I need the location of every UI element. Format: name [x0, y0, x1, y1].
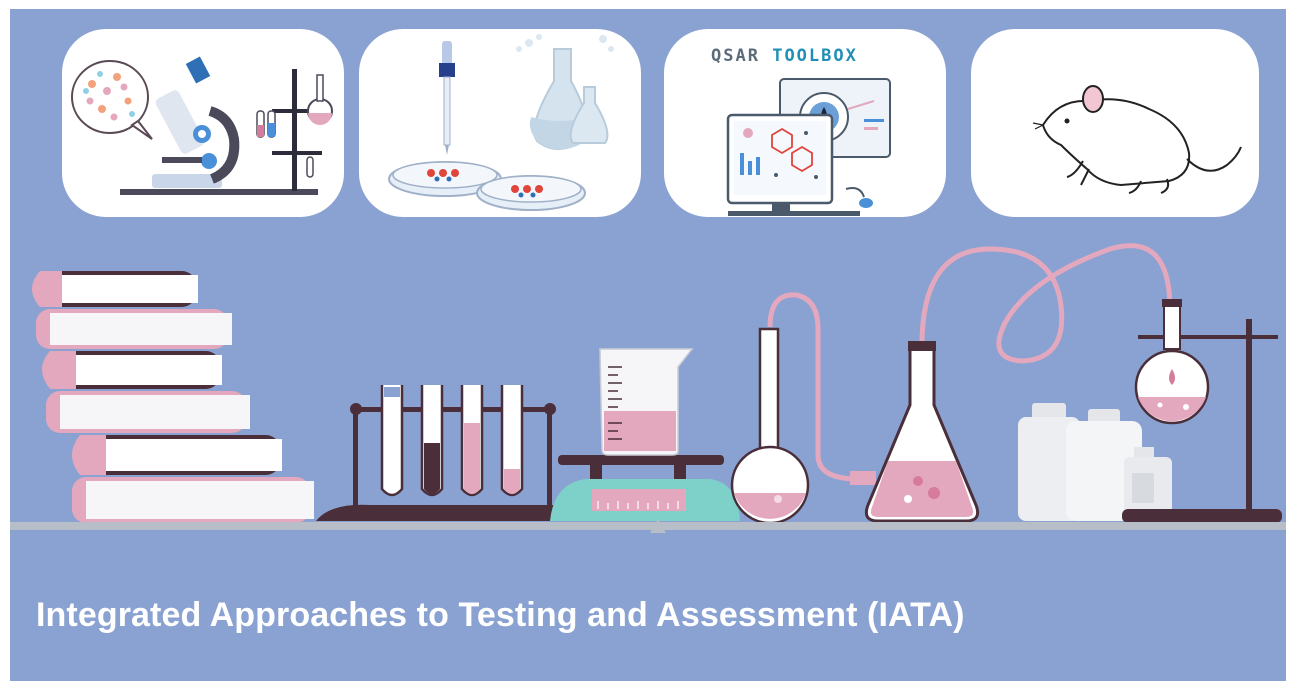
qsar-toolbox-label: QSAR TOOLBOX — [711, 46, 858, 66]
petri-dish-dropper-icon — [388, 34, 614, 211]
qsar-toolbox-computer-icon — [726, 78, 891, 216]
erlenmeyer-flask-icon — [850, 243, 1173, 523]
microscope-card — [62, 29, 344, 217]
test-tube-rack-icon — [316, 385, 591, 521]
qsar-label-part1: QSAR — [711, 46, 760, 66]
mouse-card — [971, 29, 1259, 217]
banner-title: Integrated Approaches to Testing and Ass… — [36, 596, 965, 634]
beaker-scale-icon — [550, 348, 740, 533]
petri-dish-card — [359, 29, 641, 217]
book-stack-icon — [32, 271, 314, 523]
reagent-bottles-icon — [1018, 403, 1172, 521]
ring-stand-flask-icon — [1122, 299, 1282, 523]
lab-shelf — [10, 522, 1286, 530]
qsar-toolbox-card: QSAR TOOLBOX — [664, 29, 946, 217]
lab-scene — [32, 243, 1282, 533]
microscope-lab-icon — [71, 56, 333, 195]
round-flask-icon — [730, 292, 859, 525]
mouse-icon — [1032, 85, 1242, 194]
iata-banner: QSAR TOOLBOX — [10, 9, 1286, 681]
qsar-label-part2: TOOLBOX — [772, 46, 858, 66]
